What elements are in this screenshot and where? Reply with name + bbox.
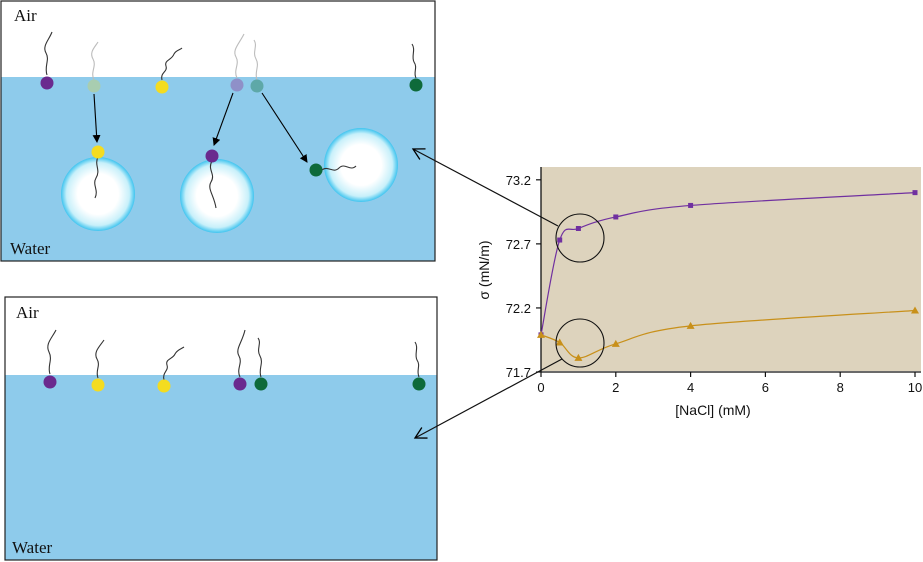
bottom-air-region [5, 297, 437, 375]
top-panel-border [0, 0, 436, 262]
surfactant-tail [44, 31, 53, 76]
top-air-region [1, 1, 435, 77]
top-air-label: Air [14, 6, 37, 25]
surfactant-head-purple [40, 76, 54, 90]
data-point-triangle [686, 321, 695, 329]
connector-arrow-lower [413, 358, 563, 439]
data-point-square [575, 226, 581, 231]
migration-arrow [92, 93, 101, 143]
surfactant-head-purple [43, 375, 57, 389]
top-panel: Air Water [0, 0, 436, 262]
bottom-water-region [5, 375, 437, 560]
micelle-surfactant-tail [209, 160, 217, 209]
data-point-triangle [911, 306, 919, 314]
micelle-surfactant-tail [321, 165, 357, 171]
data-point-square [688, 202, 694, 208]
x-tick-label: 8 [837, 380, 844, 395]
data-point-square [557, 237, 563, 243]
surfactant-head-yellow [91, 378, 105, 392]
surfactant-head-faded-teal [250, 79, 264, 93]
x-tick-label: 6 [762, 380, 769, 395]
micelle [180, 159, 254, 233]
surfactant-tail [253, 39, 258, 81]
x-tick-label: 2 [612, 380, 619, 395]
surfactant-tail [161, 47, 183, 81]
surfactant-head-purple [233, 377, 247, 391]
connector-arrow-upper [411, 148, 559, 227]
micelle-surfactant-tail [94, 156, 99, 199]
chart-x-label: [NaCl] (mM) [675, 402, 750, 418]
micelle-surfactant-head-yellow [91, 145, 105, 159]
chart-y-label: σ (mN/m) [476, 240, 492, 299]
surfactant-head-green [412, 377, 426, 391]
surfactant-head-yellow [155, 80, 169, 94]
surfactant-tail [47, 329, 57, 375]
highlight-circle-lower [555, 318, 605, 368]
data-point-triangle [537, 330, 545, 338]
chart-ticks-layer: 0 2 4 6 8 10 71.7 72.2 72.7 73.2 [506, 173, 923, 395]
bottom-panel: Air Water [4, 296, 438, 561]
micelle [324, 128, 398, 202]
surfactant-tail [257, 337, 262, 378]
migration-arrow [261, 92, 308, 163]
surface-tension-chart: 0 2 4 6 8 10 71.7 72.2 72.7 73.2 σ (mN/m) [NaCl] … [476, 167, 922, 418]
data-point-triangle [574, 353, 583, 361]
x-tick-label: 4 [687, 380, 694, 395]
y-tick-label: 73.2 [506, 173, 531, 188]
y-tick-label: 72.7 [506, 237, 531, 252]
bottom-water-label: Water [12, 538, 52, 557]
surfactant-tail [237, 329, 246, 378]
data-point-square [912, 190, 918, 196]
data-point-triangle [555, 338, 564, 346]
surfactant-head-yellow [157, 379, 171, 393]
surfactant-head-green [409, 78, 423, 92]
data-point-square [613, 214, 619, 220]
micelle [61, 157, 135, 231]
migration-arrow [212, 92, 234, 146]
surfactant-tail [234, 33, 245, 79]
bottom-panel-border [4, 296, 438, 561]
y-tick-label: 72.2 [506, 301, 531, 316]
top-water-label: Water [10, 239, 50, 258]
surfactant-tail [163, 346, 185, 381]
surfactant-head-faded-purple [230, 78, 244, 92]
surfactant-head-green [254, 377, 268, 391]
chart-plot-area [541, 167, 921, 371]
x-tick-label: 10 [908, 380, 922, 395]
micelle-surfactant-head-green [309, 163, 323, 177]
y-tick-label: 71.7 [506, 365, 531, 380]
surfactant-tail [414, 341, 420, 378]
surfactant-tail [91, 41, 99, 81]
bottom-air-label: Air [16, 303, 39, 322]
x-tick-label: 0 [537, 380, 544, 395]
surfactant-head-faded-green [87, 79, 101, 93]
surfactant-tail [411, 43, 417, 79]
micelle-surfactant-head-purple [205, 149, 219, 163]
surfactant-tail [95, 339, 105, 379]
highlight-circle-upper [555, 213, 605, 263]
data-point-triangle [611, 339, 620, 347]
